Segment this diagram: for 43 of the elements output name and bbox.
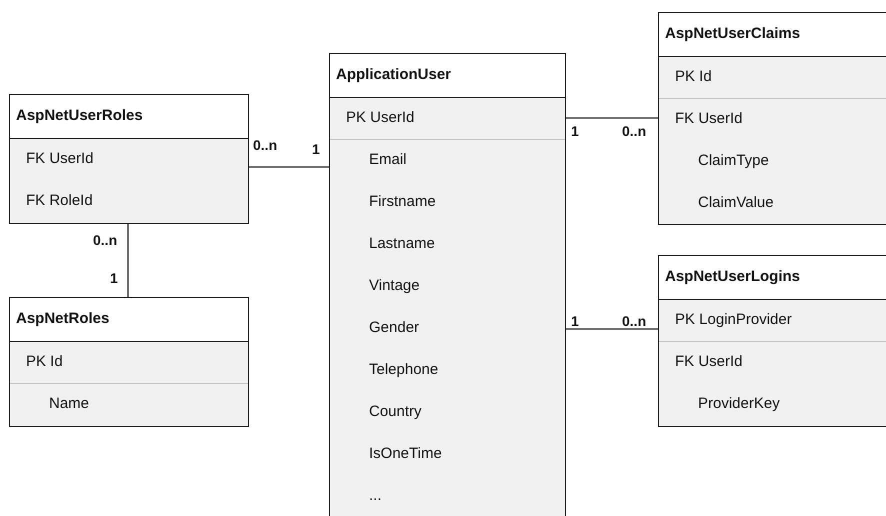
table-name: AspNetUserLogins (665, 268, 800, 285)
cardinality-label: 0..n (253, 137, 278, 153)
table-name: AspNetUserClaims (665, 25, 800, 42)
column-name: Vintage (369, 277, 420, 295)
column-name: Name (49, 395, 90, 413)
cardinality-label: 0..n (93, 232, 118, 248)
entity-table (658, 255, 886, 427)
table-name: AspNetRoles (16, 310, 110, 327)
column-name: FK UserId (675, 110, 743, 128)
column-name: PK Id (675, 68, 712, 86)
cardinality-label: 1 (312, 141, 320, 157)
column-name: FK RoleId (26, 192, 93, 210)
column-name: FK UserId (675, 353, 743, 371)
relationship-line (566, 328, 658, 330)
column-name: Telephone (369, 361, 438, 379)
entity-table (658, 12, 886, 225)
entity-table (9, 297, 249, 427)
column-name: ClaimType (698, 152, 769, 170)
table-name: ApplicationUser (336, 66, 452, 83)
column-name: ProviderKey (698, 395, 780, 413)
column-name: ... (369, 487, 382, 505)
column-name: ClaimValue (698, 194, 774, 212)
column-name: IsOneTime (369, 445, 442, 463)
relationship-line (566, 117, 658, 119)
column-name: Email (369, 151, 407, 169)
column-name: PK LoginProvider (675, 311, 792, 329)
cardinality-label: 1 (571, 313, 579, 329)
relationship-line (127, 224, 129, 297)
entity-table (329, 53, 566, 516)
column-name: Lastname (369, 235, 435, 253)
cardinality-label: 1 (571, 123, 579, 139)
relationship-line (249, 166, 329, 168)
table-name: AspNetUserRoles (16, 107, 143, 124)
column-name: Firstname (369, 193, 436, 211)
cardinality-label: 0..n (622, 123, 646, 139)
column-name: Country (369, 403, 422, 421)
cardinality-label: 1 (110, 270, 118, 286)
column-name: PK Id (26, 353, 63, 371)
column-name: PK UserId (346, 109, 414, 127)
column-name: Gender (369, 319, 420, 337)
entity-table (9, 94, 249, 224)
cardinality-label: 0..n (622, 313, 646, 329)
column-name: FK UserId (26, 150, 94, 168)
